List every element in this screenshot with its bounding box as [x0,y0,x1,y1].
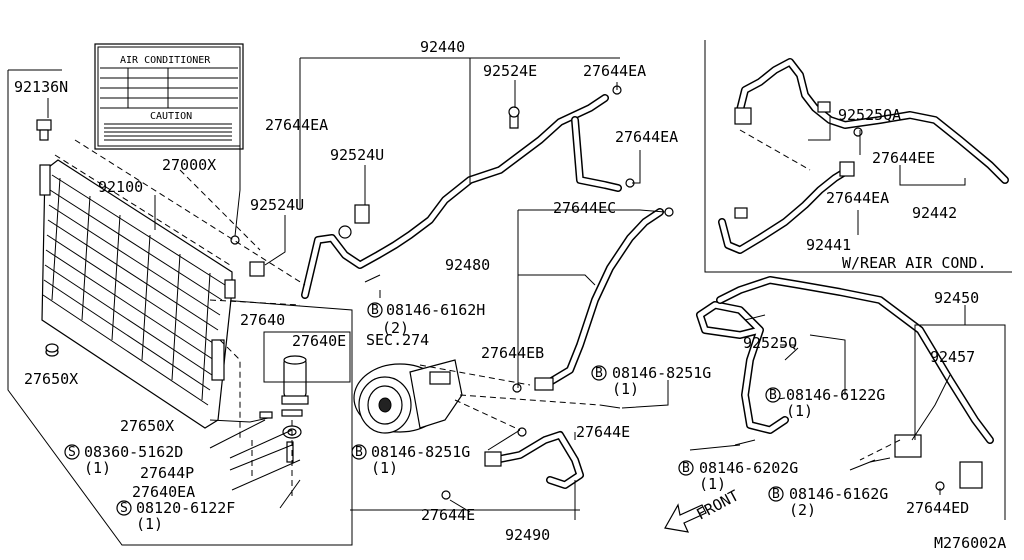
svg-text:(1): (1) [136,515,163,533]
label-27644ea-right: 27644EA [615,128,678,146]
receiver-drier [259,355,309,463]
label-92440: 92440 [420,38,465,56]
svg-text:(1): (1) [371,459,398,477]
svg-text:S: S [120,501,128,516]
dashed-guides [54,129,901,500]
label-92524u-b: 92524U [250,196,304,214]
b-circle-icon [768,486,784,502]
label-27640e: 27640E [292,332,346,350]
label-92442: 92442 [912,204,957,222]
label-27644ed: 27644ED [906,499,969,517]
condenser-frame [7,70,353,546]
label-08146-8251g-a: 08146-8251G [612,364,711,382]
label-08146-6162h: 08146-6162H [386,301,485,319]
pipe-92442 [734,58,1009,184]
rear-ac-frame [704,40,1012,273]
label-92490: 92490 [505,526,550,544]
label-27644p: 27644P [140,464,194,482]
svg-text:(2): (2) [789,501,816,519]
bolt-92136n [36,119,52,141]
pipe-92441 [718,161,855,254]
label-92450: 92450 [934,289,979,307]
fittings [230,85,945,500]
label-08146-6202g: 08146-6202G [699,459,798,477]
label-27644ee: 27644EE [872,149,935,167]
svg-text:B: B [772,487,780,502]
svg-text:(1): (1) [786,402,813,420]
label-rear-air-cond: W/REAR AIR COND. [842,254,987,272]
front-arrow-icon [664,503,707,533]
svg-text:B: B [769,388,777,403]
label-92100: 92100 [98,178,143,196]
pipe-92450 [696,276,994,489]
pipe-92440 [249,94,622,299]
svg-text:B: B [595,366,603,381]
label-27644ea-rear: 27644EA [826,189,889,207]
svg-text:S: S [68,445,76,460]
label-92441: 92441 [806,236,851,254]
label-92524u-a: 92524U [330,146,384,164]
label-27644eb: 27644EB [481,344,544,362]
receiver-box [263,331,351,383]
condenser [39,159,236,429]
svg-text:(2): (2) [382,319,409,337]
label-92480: 92480 [445,256,490,274]
svg-text:B: B [682,461,690,476]
b-circle-icon [765,387,781,403]
label-27640ea: 27640EA [132,483,195,501]
svg-text:B: B [355,445,363,460]
b-circle-icon [351,444,367,460]
label-27000x: 27000X [162,156,216,174]
label-27650x-b: 27650X [120,417,174,435]
compressor [353,359,463,434]
s-circle-icon [116,500,132,516]
label-27644e-b: 27644E [421,506,475,524]
label-92525qa: 92525QA [838,106,901,124]
label-92136n: 92136N [14,78,68,96]
label-sec274: SEC.274 [366,331,429,349]
label-08146-6162g: 08146-6162G [789,485,888,503]
b-circle-icon [367,302,383,318]
label-27644ea-left: 27644EA [265,116,328,134]
label-92457: 92457 [930,348,975,366]
label-27640: 27640 [240,311,285,329]
svg-text:(1): (1) [699,475,726,493]
s-circle-icon [64,444,80,460]
svg-text:(1): (1) [84,459,111,477]
leader-lines [154,57,1006,520]
label-27650x-a: 27650X [24,370,78,388]
label-27644e-a: 27644E [576,423,630,441]
svg-text:(1): (1) [612,380,639,398]
pipe-92490 [484,431,584,489]
label-08120-6122f: 08120-6122F [136,499,235,517]
label-08146-6122g: 08146-6122G [786,386,885,404]
b-circle-icon [678,460,694,476]
label-92525q: 92525Q [743,334,797,352]
svg-text:B: B [371,303,379,318]
label-ref-code: M276002A [934,534,1006,552]
b-circle-icon [591,365,607,381]
label-27644ea-top: 27644EA [583,62,646,80]
label-27644ec: 27644EC [553,199,616,217]
caution-label: AIR CONDITIONER CAUTION [94,43,244,150]
caution-title: AIR CONDITIONER [120,55,211,66]
caution-heading: CAUTION [150,111,192,122]
part-labels: 92440 92136N 92524E 27644EA 27644EA 2764… [14,38,1006,552]
label-08360-5162d: 08360-5162D [84,443,183,461]
pipe-92480 [534,208,664,391]
label-92524e: 92524E [483,62,537,80]
label-08146-8251g-b: 08146-8251G [371,443,470,461]
